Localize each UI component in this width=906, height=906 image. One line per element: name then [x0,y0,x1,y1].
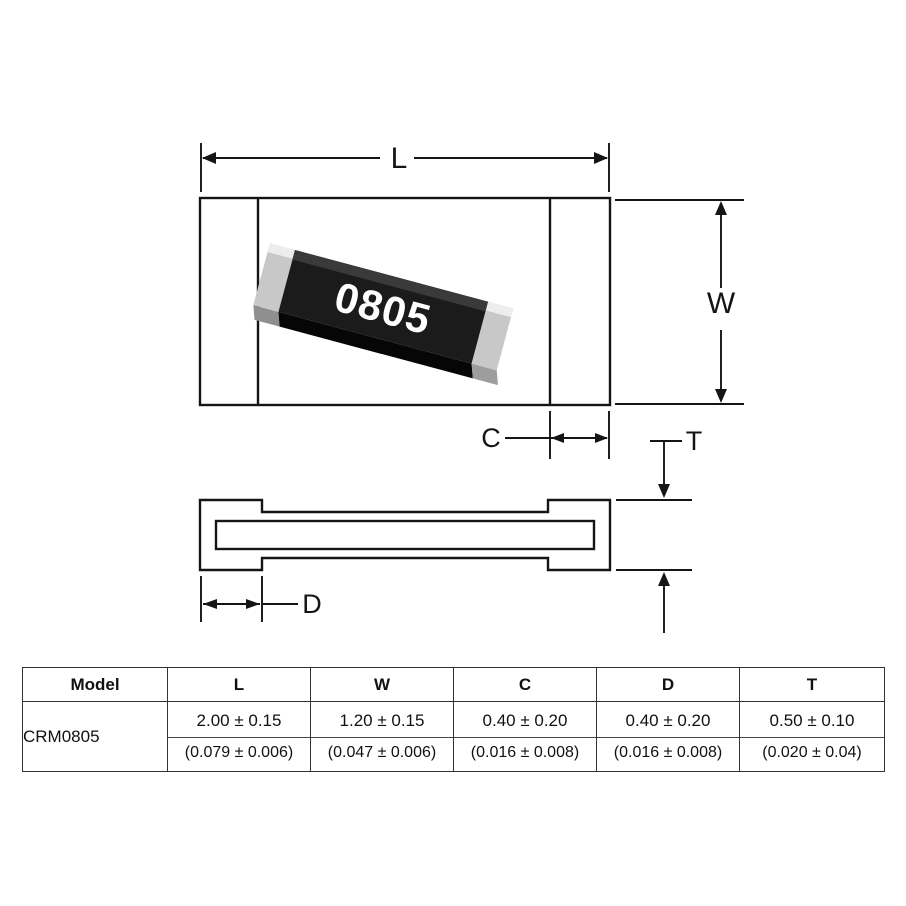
side-view [198,498,612,572]
d-arrowhead-left [203,599,217,609]
dimension-cell-d: 0.40 ± 0.20 (0.016 ± 0.008) [596,701,740,772]
l-dimension [200,143,610,192]
value-inch: (0.047 ± 0.006) [327,744,437,761]
dimension-diagram: 0805 L W C [198,142,744,633]
value-mm: 2.00 ± 0.15 [168,702,310,738]
chip-terminal-right [471,301,514,371]
chip-photo: 0805 [253,243,514,386]
dim-label-t: T [686,426,703,456]
table-header-row: Model L W C D T [22,667,885,702]
t-dimension [616,440,692,633]
dim-label-l: L [391,142,408,175]
header-w: W [310,667,454,702]
value-inch: (0.020 ± 0.04) [762,744,862,761]
header-model: Model [22,667,168,702]
t-arrowhead-down [658,484,670,498]
d-dimension [200,576,298,622]
side-view-outline [198,498,612,572]
dimension-cell-l: 2.00 ± 0.15 (0.079 ± 0.006) [167,701,311,772]
dim-label-w: W [707,287,736,320]
t-arrowhead-up [658,572,670,586]
chip-terminal-left [253,243,295,312]
dim-label-c: C [481,423,501,453]
chip-terminal-right-front [471,363,498,386]
value-mm: 0.40 ± 0.20 [454,702,596,738]
value-inch: (0.016 ± 0.008) [470,744,580,761]
side-view-substrate [214,519,596,551]
l-arrowhead-right [594,152,608,164]
value-mm: 1.20 ± 0.15 [311,702,453,738]
chip-terminal-left-front [253,305,280,327]
value-inch: (0.016 ± 0.008) [613,744,723,761]
w-dimension [615,199,744,405]
value-mm: 0.40 ± 0.20 [597,702,739,738]
dimension-cell-w: 1.20 ± 0.15 (0.047 ± 0.006) [310,701,454,772]
header-l: L [167,667,311,702]
c-arrowhead-right [595,433,608,443]
d-arrowhead-right [246,599,260,609]
model-cell: CRM0805 [22,701,168,772]
dimension-cell-t: 0.50 ± 0.10 (0.020 ± 0.04) [739,701,885,772]
dim-label-d: D [302,589,322,619]
chip-terminal-right-highlight [485,301,514,318]
l-arrowhead-left [202,152,216,164]
value-inch: (0.079 ± 0.006) [184,744,294,761]
c-dimension [505,411,610,459]
value-mm: 0.50 ± 0.10 [740,702,884,738]
table-row: CRM0805 2.00 ± 0.15 (0.079 ± 0.006) 1.20… [22,701,885,772]
chip-body-front [278,311,473,379]
dimension-cell-c: 0.40 ± 0.20 (0.016 ± 0.008) [453,701,597,772]
c-arrowhead-left [551,433,564,443]
chip-body [278,249,489,364]
header-d: D [596,667,740,702]
chip-body-sheen [292,250,489,312]
chip-terminal-left-highlight [267,243,295,259]
dimension-table: Model L W C D T CRM0805 2.00 ± 0.15 (0.0… [22,667,885,772]
header-c: C [453,667,597,702]
w-arrowhead-top [715,201,727,215]
w-arrowhead-bottom [715,389,727,403]
header-t: T [739,667,885,702]
